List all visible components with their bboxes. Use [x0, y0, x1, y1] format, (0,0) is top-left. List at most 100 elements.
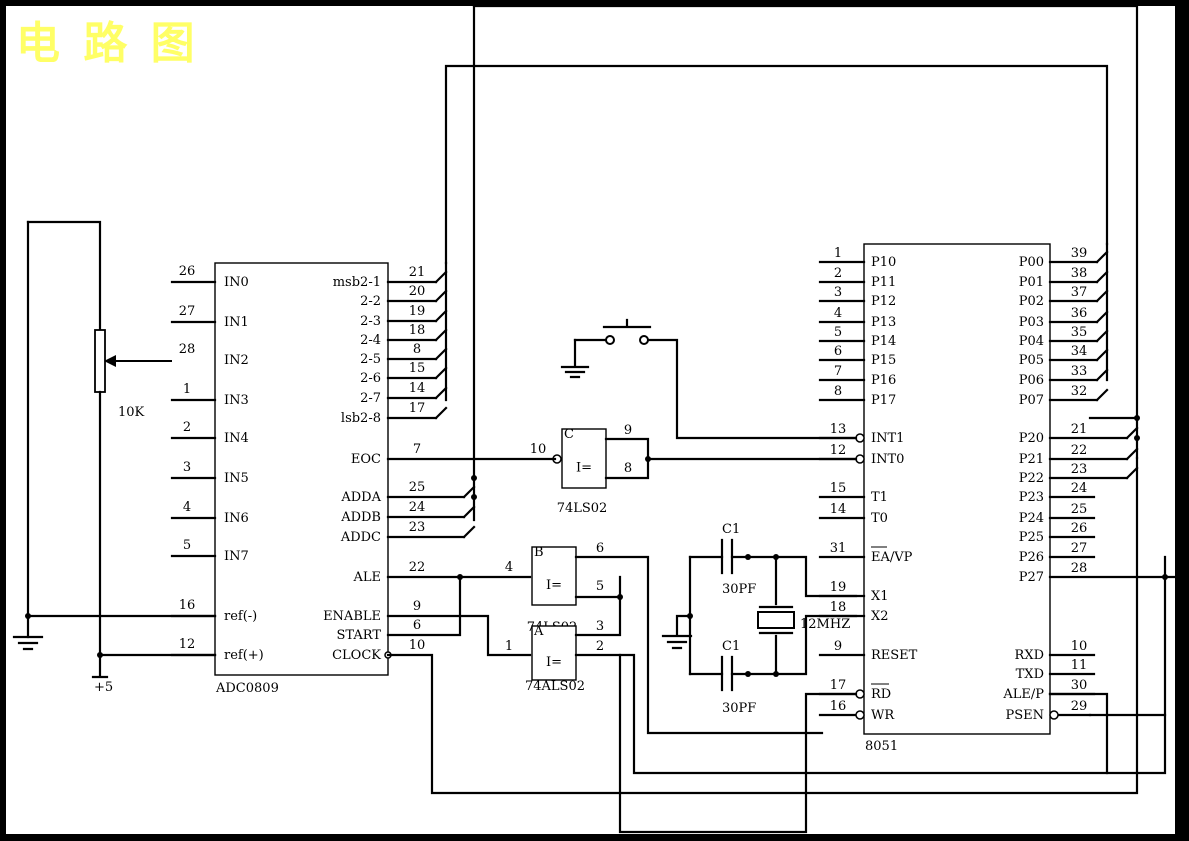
mcu-pin-label: P13 — [871, 315, 896, 330]
adc-pin-label: ADDB — [340, 510, 381, 525]
gate-pin-number: 5 — [596, 579, 604, 594]
wiper-arrow-icon — [104, 355, 116, 367]
mcu-pin-number: 1 — [834, 246, 842, 261]
gate-pin-number: 10 — [530, 442, 547, 457]
mcu-pin-number: 25 — [1071, 502, 1088, 517]
mcu-pin-number: 17 — [830, 678, 847, 693]
mcu-pin-number: 33 — [1071, 364, 1088, 379]
bus-entry — [1095, 289, 1109, 303]
mcu-pin-number: 4 — [834, 306, 842, 321]
mcu-pin-number: 3 — [834, 285, 842, 300]
adc-pin-label: ENABLE — [323, 609, 381, 624]
gate-pin-number: 4 — [505, 560, 513, 575]
cap2-value: 30PF — [722, 701, 756, 716]
mcu-pin-number: 38 — [1071, 266, 1088, 281]
mcu-pin-number: 31 — [830, 541, 847, 556]
mcu-pin-label: INT1 — [871, 431, 904, 446]
mcu-pin-number: 16 — [830, 699, 847, 714]
gate-letter: A — [533, 624, 544, 639]
diagram-title: 电 路 图 — [16, 18, 199, 69]
mcu-pin-number: 34 — [1071, 344, 1088, 359]
adc0809-chip: ADC0809 26IN027IN128IN21IN32IN43IN54IN65… — [170, 262, 476, 696]
mcu-name: 8051 — [865, 739, 898, 754]
mcu-pin-number: 37 — [1071, 285, 1088, 300]
cap1-wire — [688, 555, 858, 598]
inverting-bubble — [855, 454, 865, 464]
adc-pin-number: 18 — [409, 323, 426, 338]
adc-pin-number: 12 — [179, 637, 196, 652]
bus-entry — [1095, 250, 1109, 264]
adc-pin-label: IN1 — [224, 315, 249, 330]
adc-pin-label: 2-2 — [360, 294, 381, 309]
mcu-pin-label: P05 — [1019, 353, 1044, 368]
push-button-icon — [602, 318, 652, 329]
mcu-pin-label: P24 — [1019, 511, 1044, 526]
mcu-pin-number: 23 — [1071, 462, 1088, 477]
mcu-pin-label: P12 — [871, 294, 896, 309]
mcu-pin-label: EA/VP — [871, 550, 913, 565]
cap2-wire — [688, 614, 858, 676]
gate-letter: B — [534, 545, 544, 560]
clock-wire — [386, 456, 1139, 795]
mcu-pin-label: P07 — [1019, 393, 1044, 408]
mcu-pin-label: P27 — [1019, 570, 1044, 585]
bus-entry — [1125, 447, 1139, 461]
bus-entry — [1125, 466, 1139, 480]
adc-pin-label: CLOCK — [332, 648, 381, 663]
bus-entry — [434, 289, 448, 303]
junction — [471, 494, 477, 500]
bus-entry — [1095, 348, 1109, 362]
gate-symbol: I= — [546, 578, 562, 593]
adc-pin-label: ref(-) — [224, 609, 257, 624]
adc-pin-label: IN6 — [224, 511, 249, 526]
adc-pin-number: 7 — [413, 442, 421, 457]
adc-pin-number: 1 — [183, 382, 191, 397]
potentiometer — [94, 329, 106, 393]
bus-entry — [462, 505, 476, 519]
mcu-pin-label: P11 — [871, 275, 896, 290]
gate-a-in2-wire — [574, 555, 1167, 775]
mcu-pin-label: PSEN — [1005, 708, 1044, 723]
bus-entry — [1095, 368, 1109, 382]
junction — [471, 475, 477, 481]
adc-pin-number: 9 — [413, 599, 421, 614]
mcu-pin-number: 7 — [834, 364, 842, 379]
start-wire — [386, 575, 462, 637]
bus-entry — [434, 366, 448, 380]
mcu-pin-number: 14 — [830, 502, 847, 517]
ground-icon — [661, 634, 693, 650]
adc-pin-number: 10 — [409, 638, 426, 653]
junction — [617, 594, 623, 600]
adc-pin-label: START — [337, 628, 382, 643]
junction — [773, 671, 779, 677]
mcu-pin-label: P04 — [1019, 334, 1044, 349]
mcu-pin-number: 8 — [834, 384, 842, 399]
bus-entry — [434, 328, 448, 342]
adc-pin-label: 2-5 — [360, 352, 381, 367]
gate-pin-number: 9 — [624, 423, 632, 438]
adc-pin-label: IN3 — [224, 393, 249, 408]
gate-pin-number: 1 — [505, 639, 513, 654]
mcu-pin-number: 39 — [1071, 246, 1088, 261]
crystal-icon — [757, 611, 795, 629]
adc-pin-number: 23 — [409, 520, 426, 535]
mcu-pin-number: 12 — [830, 443, 847, 458]
bus-entry — [434, 347, 448, 361]
adc-pin-number: 22 — [409, 560, 426, 575]
mcu-pin-label: P06 — [1019, 373, 1044, 388]
adc-pin-label: IN7 — [224, 549, 249, 564]
adc-pin-number: 17 — [409, 401, 426, 416]
gate-symbol: I= — [546, 655, 562, 670]
mcu-pin-label: P14 — [871, 334, 896, 349]
adc-pin-number: 20 — [409, 284, 426, 299]
adc-pin-number: 21 — [409, 265, 426, 280]
vcc-label: +5 — [94, 680, 113, 695]
mcu-body — [863, 243, 1051, 735]
mcu-pin-number: 35 — [1071, 325, 1088, 340]
adc-pin-label: 2-3 — [360, 314, 381, 329]
bus-entry — [1095, 310, 1109, 324]
mcu-pin-label: RESET — [871, 648, 918, 663]
adc-pin-label: ALE — [352, 570, 381, 585]
